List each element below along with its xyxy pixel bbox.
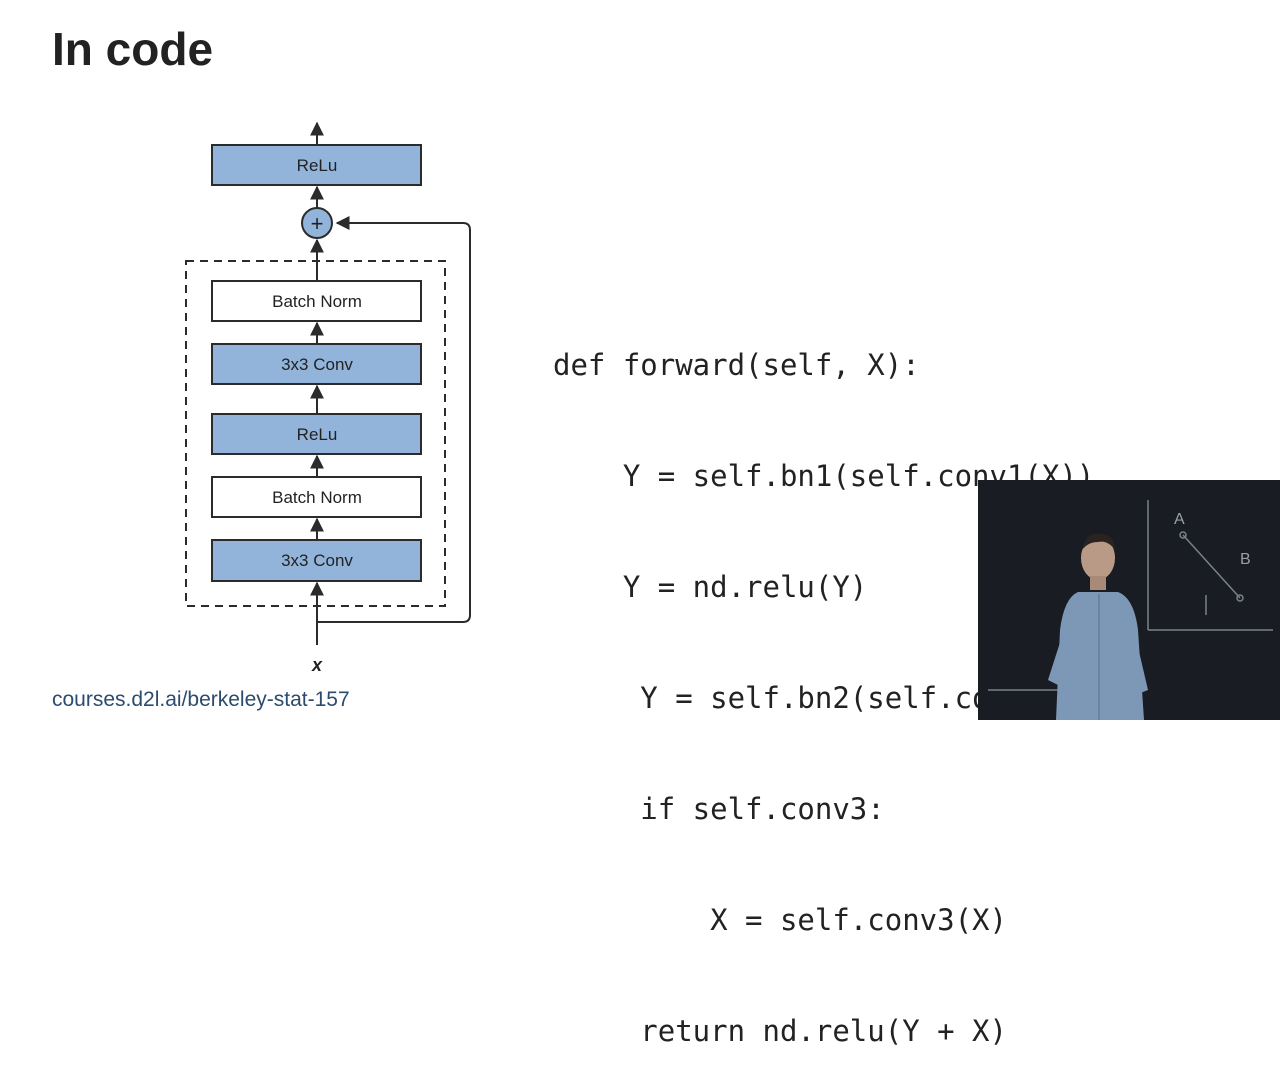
- block-batch-norm-1: Batch Norm: [211, 476, 422, 518]
- block-label: 3x3 Conv: [281, 355, 353, 374]
- block-label: ReLu: [297, 156, 338, 175]
- code-line: def forward(self, X):: [553, 348, 920, 382]
- block-relu-top: ReLu: [211, 144, 422, 186]
- block-conv-2: 3x3 Conv: [211, 343, 422, 385]
- input-label: x: [311, 655, 323, 675]
- code-line: return nd.relu(Y + X): [553, 1014, 1007, 1048]
- block-label: ReLu: [297, 425, 338, 444]
- skip-connection: [317, 216, 471, 623]
- speaker-figure: [1048, 533, 1148, 720]
- add-node: +: [301, 207, 333, 239]
- slide-title: In code: [52, 23, 214, 75]
- resnet-block-diagram: ReLu + Batch Norm 3x3 Conv ReLu Batch No…: [185, 121, 471, 675]
- speaker-video-frame: A B: [978, 480, 1280, 720]
- code-line: if self.conv3:: [553, 792, 885, 826]
- code-line: Y = nd.relu(Y): [553, 570, 868, 604]
- block-label: Batch Norm: [272, 292, 362, 311]
- board-letter: B: [1240, 551, 1251, 568]
- block-conv-1: 3x3 Conv: [211, 539, 422, 582]
- residual-block-boundary: [185, 260, 446, 607]
- chalk-drawing: [988, 500, 1273, 691]
- block-label: 3x3 Conv: [281, 551, 353, 570]
- board-letter: A: [1174, 511, 1185, 528]
- code-line: X = self.conv3(X): [553, 903, 1007, 937]
- block-label: Batch Norm: [272, 488, 362, 507]
- block-batch-norm-2: Batch Norm: [211, 280, 422, 322]
- course-url: courses.d2l.ai/berkeley-stat-157: [52, 688, 350, 711]
- block-relu-mid: ReLu: [211, 413, 422, 455]
- speaker-webcam-overlay: A B: [978, 480, 1280, 720]
- plus-symbol: +: [311, 211, 324, 236]
